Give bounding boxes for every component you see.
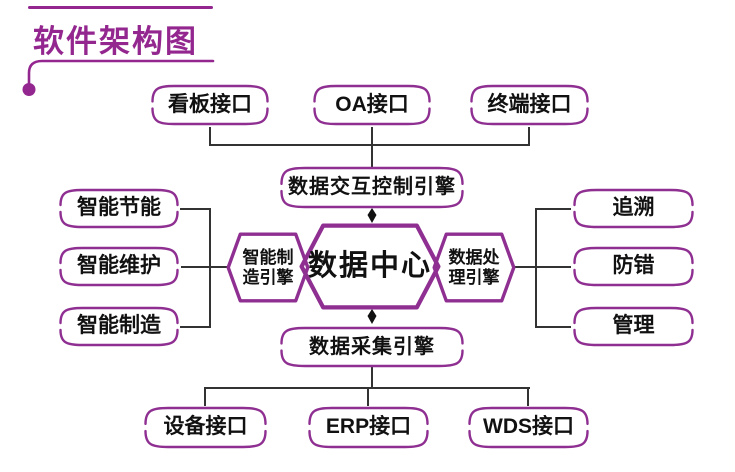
node-shape — [59, 306, 179, 347]
node-label: 看板接口 — [168, 92, 252, 116]
node-shape — [151, 84, 269, 126]
node-label: 智能制造 — [77, 314, 161, 338]
node-smart-manufacturing: 智能制造 — [58, 305, 180, 348]
node-smart-maintenance: 智能维护 — [58, 245, 180, 288]
node-wds-interface: WDS接口 — [467, 405, 590, 450]
node-shape — [144, 406, 267, 449]
node-label: 智能维护 — [77, 254, 161, 278]
node-terminal-interface: 终端接口 — [469, 83, 590, 127]
connector-top-stub-kanban — [209, 127, 211, 146]
connector-top-to-interaction — [371, 144, 373, 169]
node-data-center: 数据中心 — [299, 223, 441, 310]
connector-left-vline — [209, 208, 211, 328]
node-shape — [313, 84, 431, 126]
node-shape — [308, 406, 429, 449]
node-label: 智能制 造引擎 — [242, 247, 294, 287]
node-shape — [280, 166, 464, 209]
node-label: WDS接口 — [483, 415, 574, 439]
node-shape — [432, 232, 516, 303]
title-underline-flourish — [22, 59, 215, 96]
node-shape — [299, 223, 441, 310]
node-label: 设备接口 — [163, 415, 248, 439]
node-label: 防错 — [612, 254, 655, 278]
connector-left-stub-bottom — [180, 326, 211, 328]
connector-right-stub-bottom — [535, 326, 571, 328]
node-oa-interface: OA接口 — [312, 83, 432, 127]
node-shape — [280, 326, 464, 368]
node-shape — [59, 188, 179, 229]
connector-right-mid-hline — [514, 266, 571, 268]
node-shape — [468, 406, 589, 449]
node-label: OA接口 — [335, 92, 409, 116]
node-data-collection-engine: 数据采集引擎 — [279, 325, 465, 369]
node-label: 数据采集引擎 — [309, 335, 435, 358]
connector-bottom-stub-erp — [367, 387, 369, 406]
node-label: 智能节能 — [77, 196, 161, 220]
connector-left-mid-hline — [181, 266, 228, 268]
connector-top-stub-oa — [371, 127, 373, 146]
node-smart-manufacturing-engine: 智能制 造引擎 — [226, 232, 310, 303]
node-error-proofing: 防错 — [572, 245, 695, 288]
node-label: 管理 — [612, 314, 655, 338]
connector-right-vline — [535, 208, 537, 328]
node-kanban-interface: 看板接口 — [150, 83, 270, 127]
node-traceability: 追溯 — [572, 187, 695, 230]
arrow-top-diamond-icon — [366, 208, 378, 223]
node-label: ERP接口 — [325, 415, 412, 439]
node-shape — [573, 188, 694, 229]
node-shape — [573, 306, 694, 347]
node-shape — [573, 246, 694, 287]
node-data-processing-engine: 数据处 理引擎 — [432, 232, 516, 303]
arrow-bottom-diamond-icon — [366, 309, 378, 324]
node-data-interaction-control-engine: 数据交互控制引擎 — [279, 165, 465, 210]
node-shape — [470, 84, 589, 126]
node-shape — [226, 232, 310, 303]
page-title: 软件架构图 — [33, 24, 198, 59]
connector-top-stub-terminal — [528, 127, 530, 146]
connector-left-stub-top — [180, 208, 211, 210]
node-label: 终端接口 — [487, 92, 572, 116]
node-smart-energy-saving: 智能节能 — [58, 187, 180, 230]
connector-top-hline — [209, 144, 530, 146]
node-management: 管理 — [572, 305, 695, 348]
node-label: 数据中心 — [307, 249, 432, 282]
connector-collection-down — [371, 367, 373, 389]
connector-bottom-stub-wds — [527, 387, 529, 406]
node-erp-interface: ERP接口 — [307, 405, 430, 450]
node-label: 数据交互控制引擎 — [288, 176, 456, 198]
node-label: 数据处 理引擎 — [448, 247, 500, 287]
connector-right-stub-top — [535, 208, 571, 210]
connector-bottom-stub-device — [204, 387, 206, 406]
node-device-interface: 设备接口 — [143, 405, 268, 450]
node-shape — [59, 246, 179, 287]
node-label: 追溯 — [612, 196, 655, 220]
title-top-rule — [28, 6, 213, 9]
